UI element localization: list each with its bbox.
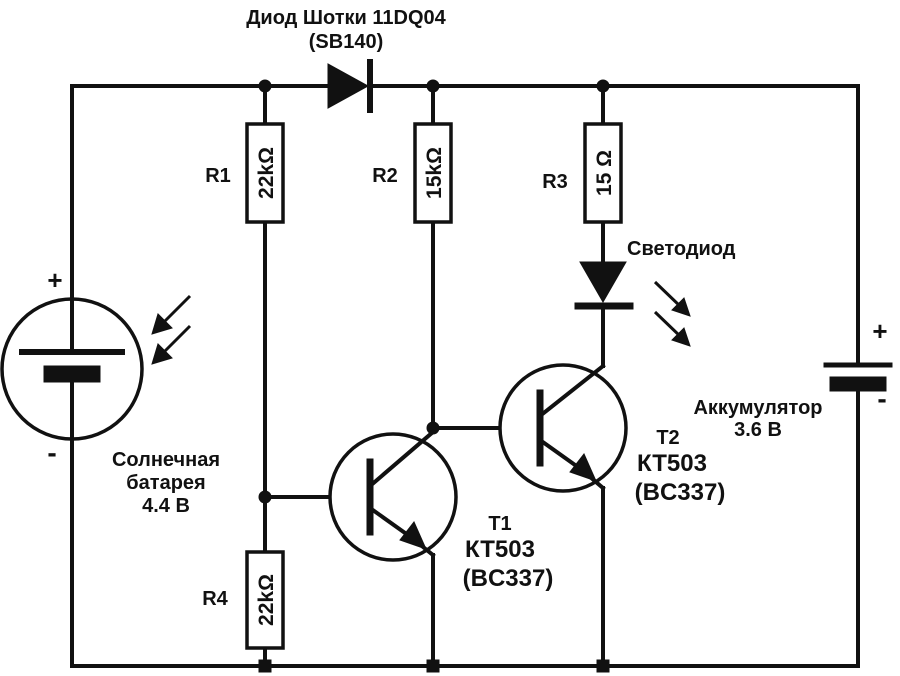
resistor-r2-ref: R2 [372,165,398,187]
transistor-t2: T2 КТ503 (BC337) [498,363,726,506]
led: Светодиод [574,238,736,347]
schottky-diode: Диод Шотки 11DQ04 (SB140) [246,7,447,113]
resistor-r1-value: 22kΩ [255,147,278,199]
led-label: Светодиод [627,238,736,260]
junction-dot [596,659,610,673]
junctions [258,79,610,673]
accumulator-minus-sign: - [877,383,886,414]
resistor-r2-value: 15kΩ [423,147,446,199]
diode-triangle [327,63,370,109]
t2-type: КТ503 [637,450,707,477]
wires [70,84,860,668]
accumulator-battery: + - Аккумулятор 3.6 В [693,316,893,441]
t2-alt: (BC337) [635,479,726,506]
resistor-r4-value: 22kΩ [255,574,278,626]
solar-label-line3: 4.4 В [142,495,190,517]
resistor-r4-ref: R4 [202,588,228,610]
cell-short-plate [43,365,101,383]
t1-alt: (BC337) [463,565,554,592]
junction-dot [258,79,272,93]
solar-plus-sign: + [47,265,62,295]
accumulator-label-line1: Аккумулятор [693,397,822,419]
solar-minus-sign: - [47,437,56,468]
accumulator-short-plate [829,376,887,392]
accumulator-label-line2: 3.6 В [734,419,782,441]
t2-ref: T2 [656,427,679,449]
junction-dot [426,79,440,93]
solar-label-line1: Солнечная [112,449,220,471]
junction-dot [258,490,272,504]
diode-title: Диод Шотки 11DQ04 [246,7,446,29]
t1-ref: T1 [488,513,511,535]
resistor-r2: 15kΩ R2 [372,122,453,224]
resistor-r1-ref: R1 [205,165,231,187]
solar-battery: + - Солнечная батарея 4.4 В [0,265,220,517]
led-triangle [579,261,627,304]
accumulator-plus-sign: + [872,316,887,346]
resistor-r4: 22kΩ R4 [202,550,285,650]
resistor-r3-value: 15 Ω [593,150,616,196]
junction-dot [258,659,272,673]
resistor-r1: 22kΩ R1 [205,122,285,224]
resistor-r3-ref: R3 [542,171,568,193]
solar-label-line2: батарея [126,472,205,494]
diode-alt-part: (SB140) [309,31,383,53]
t1-type: КТ503 [465,536,535,563]
incoming-light-arrows-icon [151,294,192,365]
resistor-r3: 15 Ω R3 [542,122,623,224]
junction-dot [596,79,610,93]
emitter-arrow-icon [399,521,427,550]
light-emission-arrows-icon [653,280,691,347]
emitter-arrow-icon [569,453,597,482]
transistor-t1: T1 КТ503 (BC337) [328,429,554,592]
junction-dot [426,659,440,673]
